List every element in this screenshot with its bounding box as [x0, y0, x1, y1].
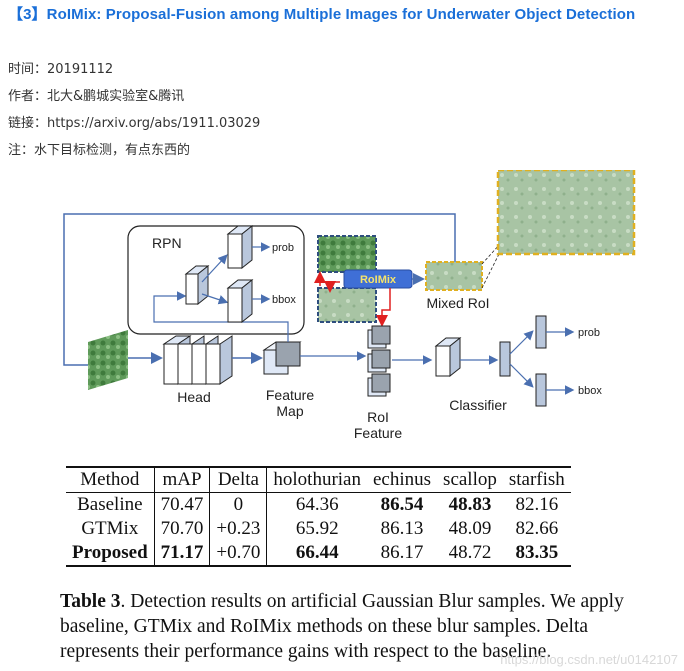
label-classifier: Classifier	[449, 397, 507, 413]
watermark: https://blog.csdn.net/u0142107	[500, 652, 678, 667]
architecture-figure: Head Feature Map RPN prob bbox RoIMix Mi…	[63, 170, 636, 441]
table-cell: 82.66	[515, 518, 559, 539]
results-table: Method mAP Delta holothurian echinus sca…	[66, 466, 571, 567]
table-cell: Proposed	[72, 542, 148, 563]
roi-image-bottom	[317, 287, 377, 323]
table-cell: 48.72	[448, 542, 492, 563]
table-caption: Table 3. Detection results on artificial…	[60, 589, 640, 664]
label-head: Head	[177, 389, 210, 405]
col-header: scallop	[443, 469, 497, 490]
table-cell: 71.17	[153, 541, 210, 566]
col-header: holothurian	[266, 467, 367, 493]
table-cell: 66.44	[266, 541, 367, 566]
roi-image-top	[317, 235, 377, 273]
rpn-box	[127, 225, 305, 335]
page-title: 【3】RoIMix: Proposal-Fusion among Multipl…	[8, 6, 636, 23]
table-row: Baseline 70.47 0 64.36 86.54 48.83 82.16	[66, 492, 571, 517]
table-cell: 86.13	[380, 518, 424, 539]
label-feature-map-1: Feature	[266, 387, 314, 403]
table-cell: 48.83	[448, 494, 492, 515]
meta-author: 作者：北大&鹏城实验室&腾讯	[8, 89, 185, 104]
table-cell: 86.54	[380, 494, 424, 515]
table-cell: 82.16	[515, 494, 559, 515]
label-roi-feature-1: RoI	[367, 409, 389, 425]
rpn-bbox-label: bbox	[272, 294, 296, 306]
table-cell: 86.17	[380, 542, 424, 563]
table-cell: +0.23	[209, 517, 267, 541]
col-header: Method	[80, 469, 140, 490]
classifier-bbox-label: bbox	[578, 385, 602, 397]
col-header: starfish	[508, 469, 565, 490]
table-header-row: Method mAP Delta holothurian echinus sca…	[66, 467, 571, 493]
rpn-label: RPN	[152, 235, 182, 251]
caption-label: Table 3	[60, 591, 121, 612]
table-cell: Baseline	[77, 494, 143, 515]
table-cell: 83.35	[515, 542, 559, 563]
meta-time: 时间：20191112	[8, 62, 114, 77]
loop-line	[63, 213, 456, 366]
feature-map-block	[262, 341, 302, 375]
table-cell: 65.92	[266, 517, 367, 541]
col-header: mAP	[153, 467, 210, 493]
table-cell: 48.09	[448, 518, 492, 539]
table-row: Proposed 71.17 +0.70 66.44 86.17 48.72 8…	[66, 541, 571, 566]
label-feature-map-2: Map	[276, 403, 303, 419]
meta-note: 注：水下目标检测，有点东西的	[8, 143, 191, 158]
table-cell: 64.36	[266, 492, 367, 517]
roimix-label: RoIMix	[360, 274, 397, 286]
roi-feature-stack	[367, 325, 391, 397]
label-roi-feature-2: Feature	[354, 425, 402, 441]
mixed-roi-image	[425, 261, 483, 291]
head-blocks	[162, 335, 233, 385]
table-row: GTMix 70.70 +0.23 65.92 86.13 48.09 82.6…	[66, 517, 571, 541]
table-cell: 0	[209, 492, 267, 517]
mixed-roi-zoom	[496, 170, 636, 256]
label-mixed-roi: Mixed RoI	[426, 295, 489, 311]
col-header: Delta	[209, 467, 267, 493]
table-cell: 70.70	[153, 517, 210, 541]
classifier-prob-label: prob	[578, 327, 600, 339]
table-cell: GTMix	[81, 518, 139, 539]
table-cell: +0.70	[209, 541, 267, 566]
caption-text: . Detection results on artificial Gaussi…	[60, 591, 624, 662]
input-image	[88, 330, 128, 390]
meta-link: 链接：https://arxiv.org/abs/1911.03029	[8, 116, 261, 131]
col-header: echinus	[373, 469, 432, 490]
table-cell: 70.47	[153, 492, 210, 517]
rpn-prob-label: prob	[272, 242, 294, 254]
